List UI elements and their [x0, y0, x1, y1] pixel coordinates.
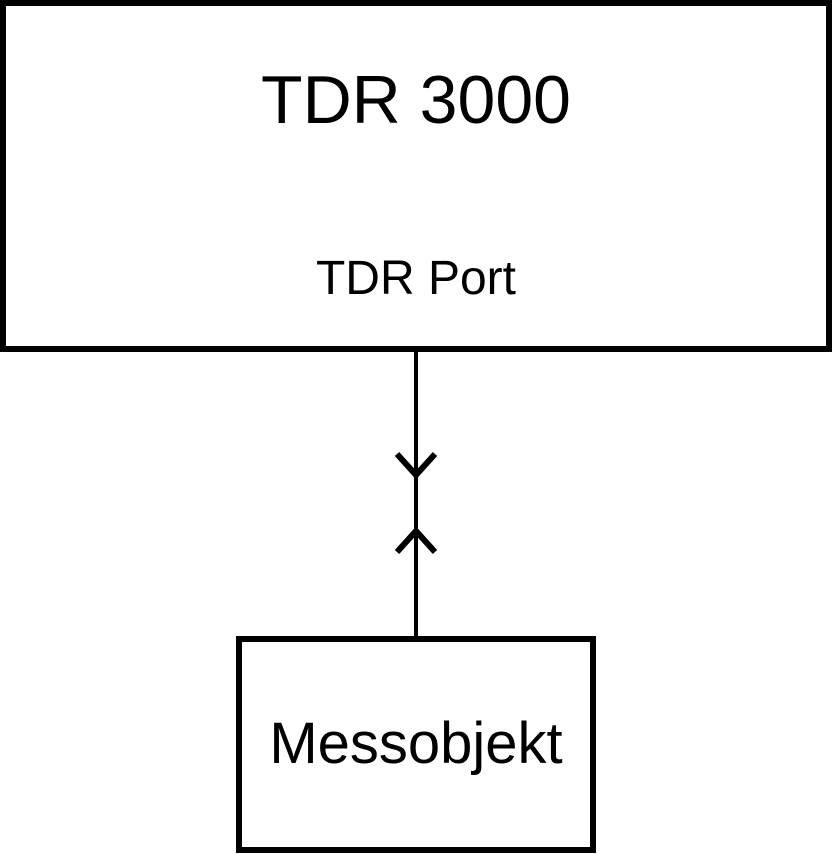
chevron-down-icon: [394, 451, 438, 480]
target-label: Messobjekt: [269, 711, 563, 776]
chevron-up-icon: [394, 526, 438, 555]
device-port-label: TDR Port: [315, 252, 516, 305]
target-box-messobjekt: Messobjekt: [236, 636, 596, 853]
device-title: TDR 3000: [261, 62, 571, 138]
device-box-tdr3000: TDR 3000 TDR Port: [0, 0, 832, 352]
